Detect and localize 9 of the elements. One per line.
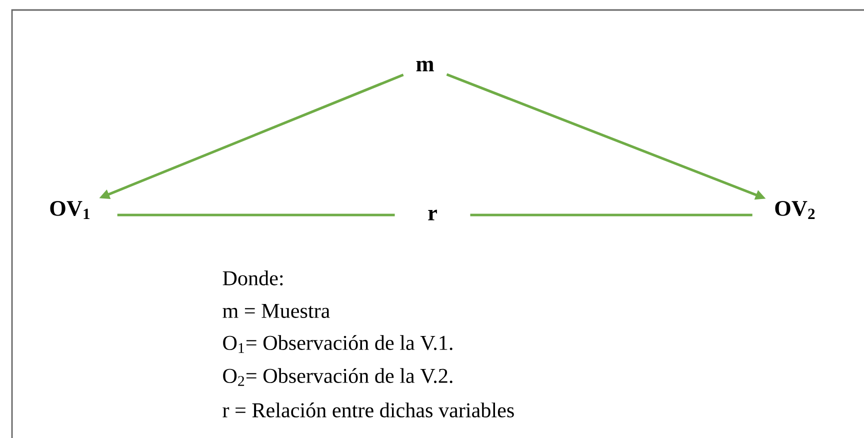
legend-text: m = Muestra (222, 304, 330, 318)
edge-label: r (394, 205, 470, 225)
legend-text: Donde: (222, 270, 283, 286)
variable-label: OV$_{1}$ (50, 200, 90, 220)
legend-text: O$_{1}$= Observación de la V.1. (223, 335, 452, 353)
legend-text: O$_{2}$= Observación de la V.2. (223, 368, 452, 386)
variable-label: OV$_{2}$ (775, 200, 815, 220)
variable-label: m (416, 60, 434, 72)
legend-text: r = Relación entre dichas variables (222, 402, 514, 418)
